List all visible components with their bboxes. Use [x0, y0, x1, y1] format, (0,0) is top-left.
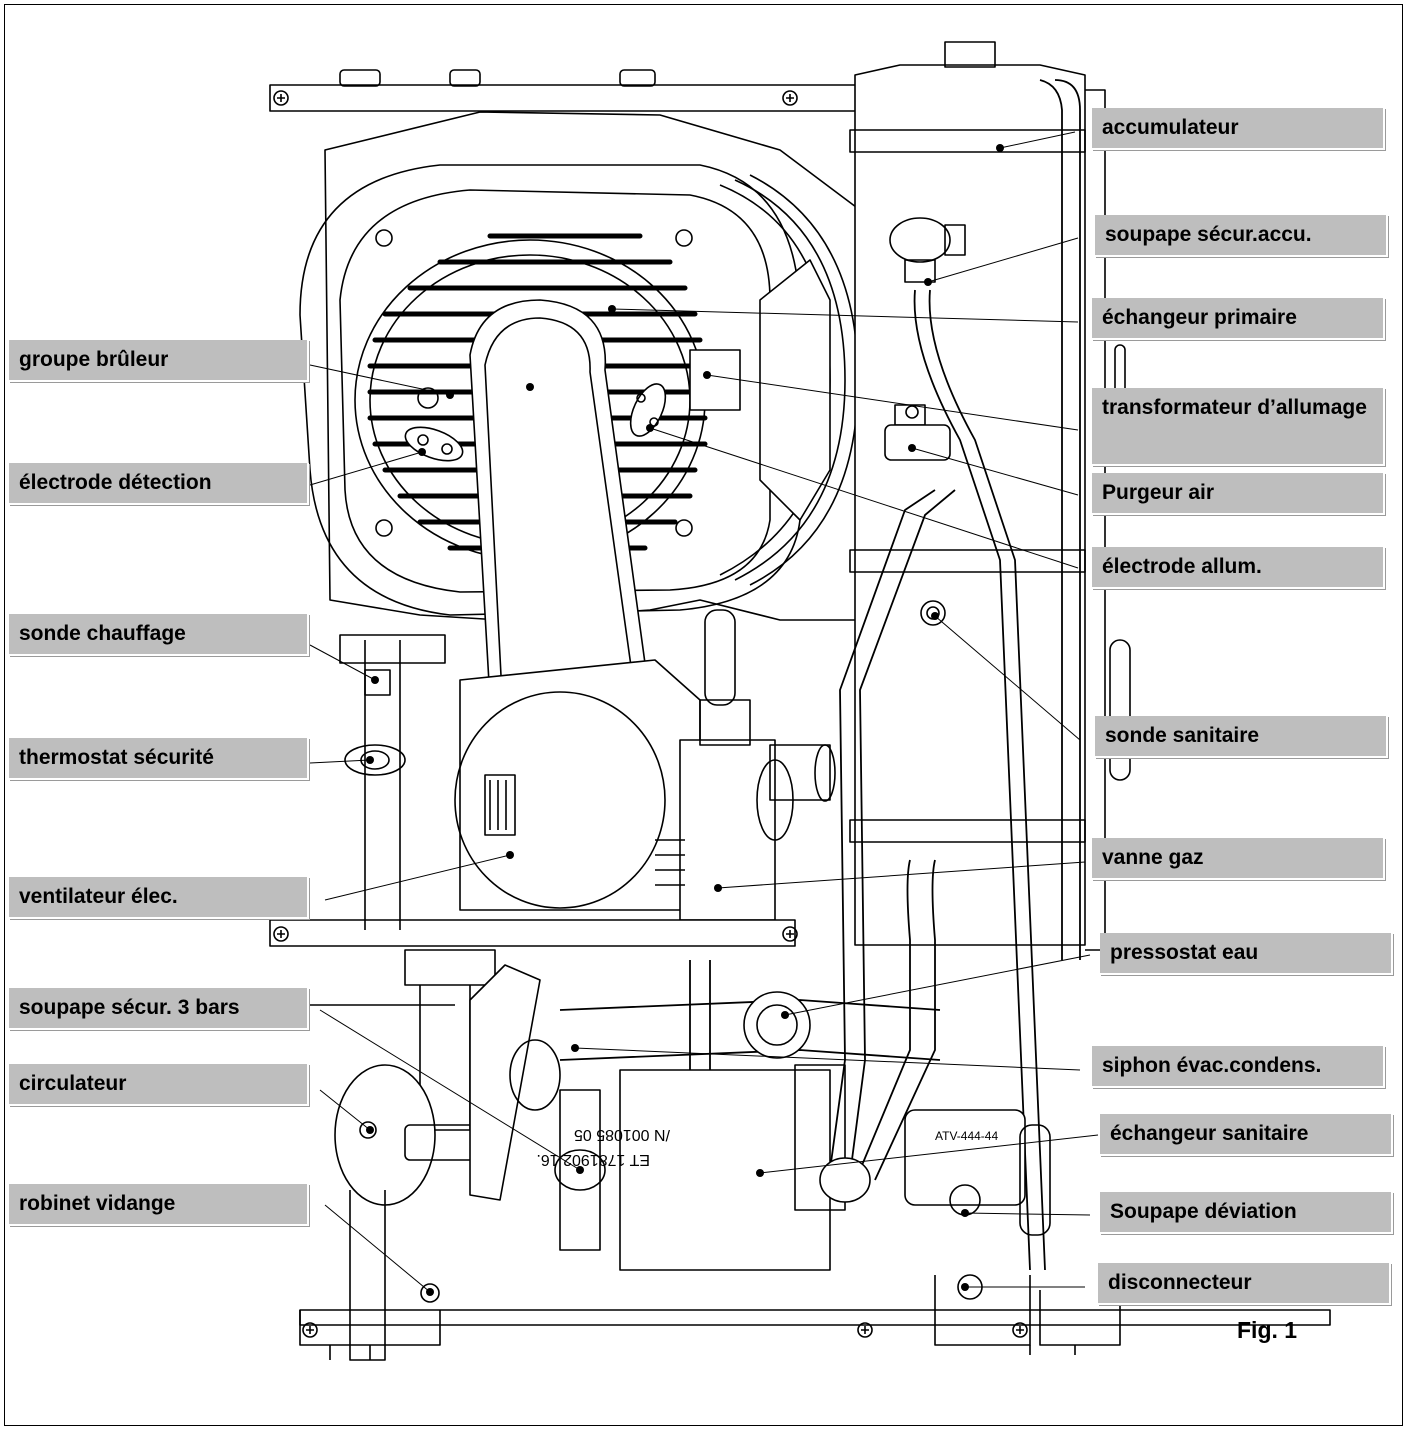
- label-sonde-sanitaire: sonde sanitaire: [1095, 716, 1388, 758]
- label-electrode-allum: électrode allum.: [1092, 547, 1385, 589]
- plate-marking: ET 1781902 16.: [536, 1151, 650, 1168]
- label-electrode-detection: électrode détection: [9, 463, 309, 505]
- label-circulateur: circulateur: [9, 1064, 309, 1106]
- accumulator-tank: [849, 41, 1131, 951]
- label-purgeur-air: Purgeur air: [1092, 473, 1385, 515]
- tank-safety-valve: [889, 217, 966, 283]
- label-ventilateur-elec: ventilateur élec.: [9, 877, 309, 919]
- label-sonde-chauffage: sonde chauffage: [9, 614, 309, 656]
- top-mounting-bar: [269, 69, 998, 112]
- valve-marking: ATV-444-44: [935, 1129, 998, 1143]
- heating-probe: [339, 634, 446, 696]
- safety-thermostat: [344, 744, 406, 776]
- label-siphon-evac-condens: siphon évac.condens.: [1092, 1046, 1385, 1088]
- label-soupape-deviation: Soupape déviation: [1100, 1192, 1393, 1234]
- piping: [559, 79, 1081, 1271]
- label-robinet-vidange: robinet vidange: [9, 1184, 309, 1226]
- electric-fan: [454, 659, 701, 911]
- label-disconnecteur: disconnecteur: [1098, 1263, 1391, 1305]
- figure-frame: [4, 4, 1403, 1426]
- middle-mounting-bar: [269, 919, 798, 947]
- air-purger: [884, 404, 951, 461]
- label-accumulateur: accumulateur: [1092, 108, 1385, 150]
- label-pressostat-eau: pressostat eau: [1100, 933, 1393, 975]
- label-transformateur-allumage: transformateur d’allumage: [1092, 388, 1385, 466]
- label-groupe-bruleur: groupe brûleur: [9, 340, 309, 382]
- label-echangeur-sanitaire: échangeur sanitaire: [1100, 1114, 1393, 1156]
- label-soupape-securite-3-bars: soupape sécur. 3 bars: [9, 988, 309, 1030]
- gas-valve: [655, 609, 836, 921]
- figure-caption: Fig. 1: [1237, 1317, 1298, 1343]
- leader-dots: [366, 144, 1004, 1296]
- label-thermostat-securite: thermostat sécurité: [9, 738, 309, 780]
- label-soupape-securite-accu: soupape sécur.accu.: [1095, 215, 1388, 257]
- electrodes: [404, 383, 667, 462]
- leader-lines: [309, 131, 1099, 1293]
- label-echangeur-primaire: échangeur primaire: [1092, 298, 1385, 340]
- plate-marking-2: /N 001085 05: [574, 1126, 670, 1143]
- label-vanne-gaz: vanne gaz: [1092, 838, 1385, 880]
- lower-hydraulic-group: [299, 640, 1331, 1361]
